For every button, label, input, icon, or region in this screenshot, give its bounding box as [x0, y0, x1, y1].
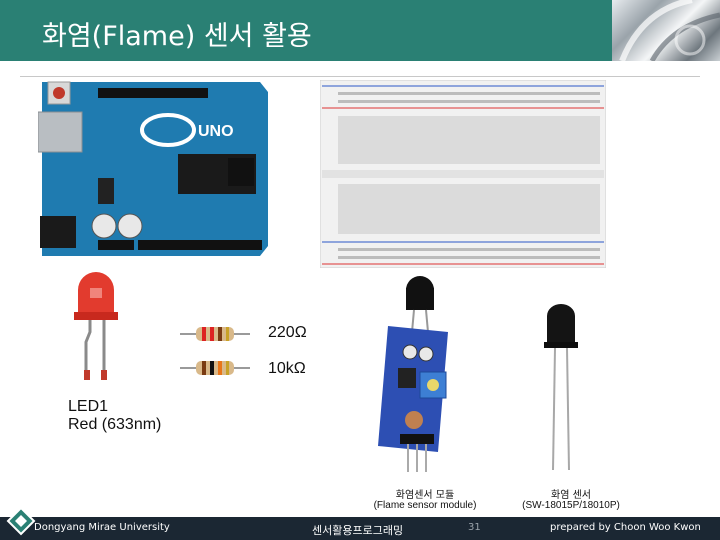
module-caption-en: (Flame sensor module) [373, 500, 477, 511]
flame-sensor-module-image [378, 276, 448, 472]
university-logo-icon [6, 506, 36, 536]
arduino-uno-image: UNO [38, 81, 268, 256]
resistor-220-label: 220Ω [268, 324, 307, 341]
title-bar [0, 0, 612, 61]
footer-course: 센서활용프로그래밍 [312, 524, 404, 537]
sensor-caption-ko: 화염 센서 [551, 490, 591, 501]
svg-text:UNO: UNO [198, 123, 234, 140]
led-label-spec: Red (633nm) [68, 416, 162, 433]
module-caption-ko: 화염센서 모듈 [395, 490, 455, 501]
led-label-name: LED1 [68, 398, 109, 415]
flame-sensor-image [544, 304, 578, 471]
footer-bar [0, 517, 720, 540]
red-led-image [74, 272, 118, 380]
breadboard-image [320, 80, 606, 268]
resistors-image [180, 327, 250, 375]
resistor-10k-label: 10kΩ [268, 360, 306, 377]
content-divider [20, 76, 700, 77]
slide-title: 화염(Flame) 센서 활용 [42, 21, 312, 52]
footer-university: Dongyang Mirae University [34, 522, 170, 533]
footer-author: prepared by Choon Woo Kwon [550, 522, 701, 533]
footer-page-number: 31 [468, 522, 481, 533]
sensor-caption-model: (SW-18015P/18010P) [522, 500, 620, 511]
title-decoration-image [612, 0, 720, 61]
